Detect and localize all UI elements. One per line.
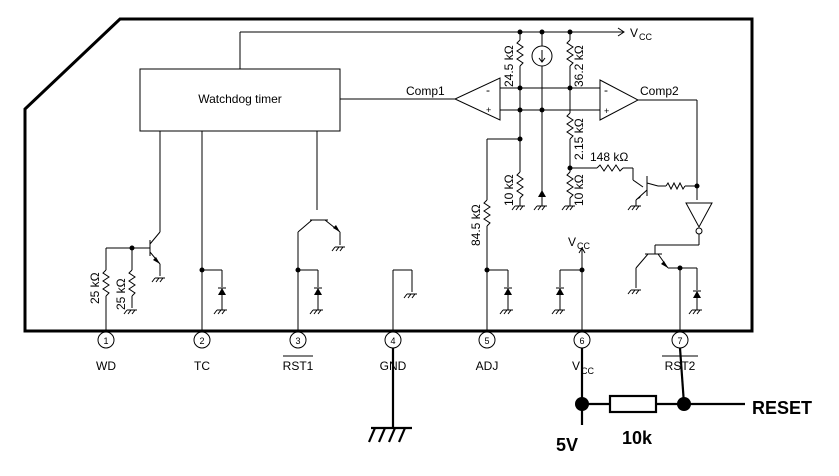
resistor-base-comp2 <box>665 181 686 191</box>
svg-text:+: + <box>486 105 491 115</box>
zener-diode <box>538 190 546 197</box>
external-5v-label: 5V <box>556 435 578 455</box>
resistor-10k-right-label: 10 kΩ <box>572 174 586 206</box>
svg-text:TC: TC <box>194 359 210 373</box>
svg-text:CC: CC <box>581 366 594 376</box>
svg-text:ADJ: ADJ <box>476 359 499 373</box>
resistor-2-15k <box>566 112 574 140</box>
svg-text:7: 7 <box>677 336 682 346</box>
svg-text:V: V <box>568 235 576 249</box>
resistor-10k-right <box>566 171 574 199</box>
svg-text:-: - <box>604 83 608 97</box>
svg-text:3: 3 <box>295 336 300 346</box>
resistor-2-15k-label: 2.15 kΩ <box>572 118 586 160</box>
resistor-84-5k-label: 84.5 kΩ <box>469 204 483 246</box>
pin-1: 1 WD <box>96 331 116 373</box>
comp1-label: Comp1 <box>406 84 445 98</box>
pin-5: 5 ADJ <box>476 331 499 373</box>
svg-text:5: 5 <box>484 336 489 346</box>
pin-7: 7 RST2 <box>662 331 698 373</box>
svg-text:RST1: RST1 <box>283 359 314 373</box>
svg-text:V: V <box>572 359 580 373</box>
svg-text:RST2: RST2 <box>665 359 696 373</box>
resistor-36-2k-label: 36.2 kΩ <box>572 45 586 87</box>
svg-text:6: 6 <box>579 336 584 346</box>
svg-text:V: V <box>630 26 638 40</box>
resistor-148k-label: 148 kΩ <box>590 150 628 164</box>
inverter <box>685 202 713 229</box>
resistor-25k-b <box>128 269 136 297</box>
resistor-84-5k <box>483 199 491 227</box>
resistor-25k-a <box>102 269 110 297</box>
vcc-top-label: V CC <box>630 26 652 42</box>
resistor-24-5k <box>516 39 524 67</box>
comparator-1 <box>453 77 501 121</box>
comp2-label: Comp2 <box>640 84 679 98</box>
comparator-2 <box>599 79 640 121</box>
vcc-inner-label: V CC <box>568 235 590 251</box>
svg-text:+: + <box>604 106 609 116</box>
pin-6: 6 V CC <box>572 331 594 376</box>
svg-text:2: 2 <box>199 336 204 346</box>
external-10k-label: 10k <box>622 428 653 448</box>
resistor-25k-b-label: 25 kΩ <box>114 278 128 310</box>
resistor-148k <box>596 164 624 172</box>
pin-2: 2 TC <box>193 331 211 373</box>
resistor-25k-a-label: 25 kΩ <box>88 272 102 304</box>
external-reset-label: RESET <box>752 398 812 418</box>
svg-text:CC: CC <box>639 32 652 42</box>
resistor-36-2k <box>566 39 574 67</box>
svg-text:1: 1 <box>103 336 108 346</box>
watchdog-label: Watchdog timer <box>198 92 282 106</box>
pin-3: 3 RST1 <box>283 331 314 373</box>
resistor-10k-left <box>516 171 524 199</box>
svg-text:CC: CC <box>577 241 590 251</box>
svg-text:-: - <box>486 83 490 97</box>
svg-text:WD: WD <box>96 359 116 373</box>
external-resistor-10k <box>608 394 658 414</box>
resistor-10k-left-label: 10 kΩ <box>502 174 516 206</box>
resistor-24-5k-label: 24.5 kΩ <box>502 45 516 87</box>
svg-text:4: 4 <box>390 336 395 346</box>
ic-outline <box>23 17 754 333</box>
